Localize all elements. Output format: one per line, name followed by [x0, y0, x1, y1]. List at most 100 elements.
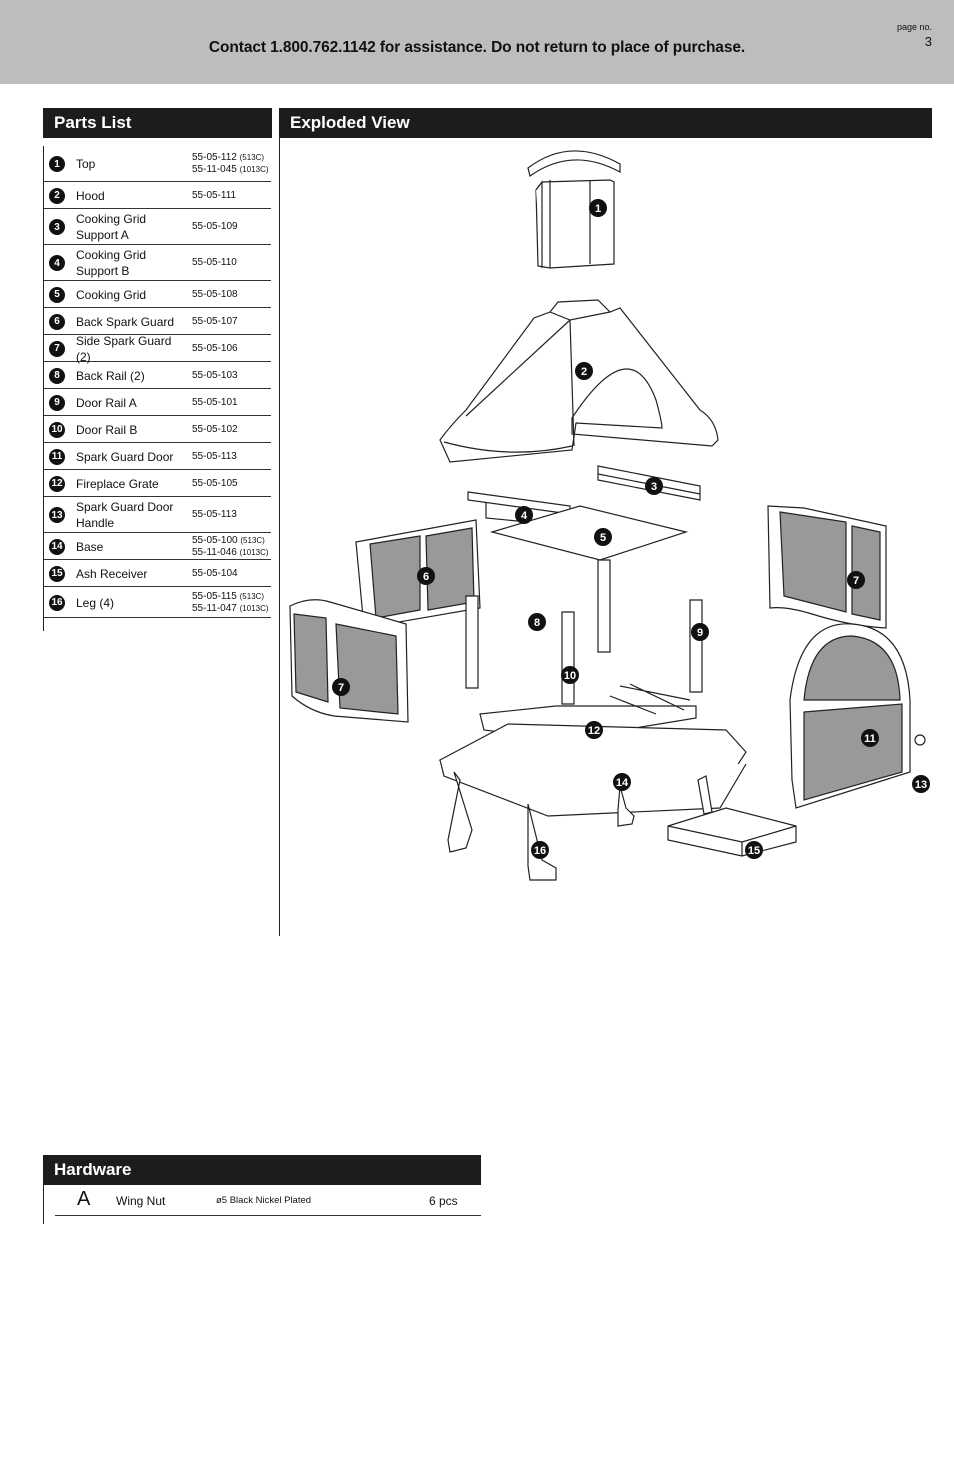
- part-code: 55-05-102: [192, 423, 238, 435]
- callout-1: 1: [589, 199, 607, 217]
- callout-14: 14: [613, 773, 631, 791]
- ash-receiver-part: [667, 807, 797, 857]
- part-codes: 55-05-110: [192, 257, 237, 269]
- contact-notice: Contact 1.800.762.1142 for assistance. D…: [208, 39, 746, 56]
- part-number-badge: 10: [49, 421, 65, 438]
- callout-label: 2: [581, 366, 587, 378]
- hardware-name: Wing Nut: [116, 1194, 166, 1208]
- part-name: Leg (4): [76, 595, 115, 610]
- callout-10: 10: [561, 666, 579, 684]
- part-code-note: (1013C): [239, 547, 269, 557]
- part-number-badge: 11: [49, 448, 65, 465]
- part-code: 55-11-047: [192, 602, 237, 614]
- part-codes: 55-05-111: [192, 190, 236, 202]
- callout-6: 6: [417, 567, 435, 585]
- parts-row: 16 Leg (4) 55-05-115 (513C)55-11-047 (1013…: [44, 587, 271, 618]
- hardware-row: A Wing Nut ø5 Black Nickel Plated 6 pcs: [55, 1185, 481, 1216]
- part-code: 55-05-113: [192, 450, 237, 462]
- hood-part: [439, 299, 719, 463]
- part-name: Side Spark Guard (2): [76, 333, 172, 364]
- part-name: Ash Receiver: [76, 566, 148, 581]
- hardware-letter: A: [77, 1188, 91, 1210]
- part-codes: 55-05-101: [192, 397, 238, 409]
- part-code: 55-05-107: [192, 315, 238, 327]
- part-code-line: 55-05-107: [192, 316, 238, 328]
- part-codes: 55-05-112 (513C)55-11-045 (1013C): [192, 152, 269, 176]
- part-code-line: 55-05-108: [192, 289, 238, 301]
- callout-16: 16: [531, 841, 549, 859]
- part-code-note: (513C): [240, 535, 265, 545]
- hardware-spec: ø5 Black Nickel Plated: [216, 1195, 312, 1206]
- part-code-line: 55-11-045 (1013C): [192, 164, 269, 176]
- part-number-badge: 16: [49, 594, 65, 611]
- callout-8: 8: [528, 613, 546, 631]
- callout-label: 16: [534, 845, 546, 857]
- part-code-line: 55-05-104: [192, 568, 238, 580]
- part-code-line: 55-05-100 (513C): [192, 535, 269, 547]
- page-number: 3: [924, 34, 932, 49]
- part-codes: 55-05-103: [192, 370, 238, 382]
- part-codes: 55-05-109: [192, 221, 238, 233]
- part-code: 55-05-106: [192, 342, 238, 354]
- callout-label: 3: [651, 481, 657, 493]
- part-codes: 55-05-107: [192, 316, 238, 328]
- part-codes: 55-05-115 (513C)55-11-047 (1013C): [192, 591, 269, 615]
- callout-label: 14: [616, 777, 629, 789]
- part-name: Back Rail (2): [76, 368, 145, 383]
- hardware-qty: 6 pcs: [429, 1194, 458, 1208]
- part-code-line: 55-11-046 (1013C): [192, 547, 269, 559]
- part-number-badge: 2: [49, 187, 65, 204]
- part-code: 55-05-104: [192, 567, 238, 579]
- parts-row: 9 Door Rail A 55-05-101: [44, 389, 271, 416]
- part-name: Top: [76, 157, 96, 171]
- callout-7: 7: [847, 571, 865, 589]
- callout-3: 3: [645, 477, 663, 495]
- header-bar: Contact 1.800.762.1142 for assistance. D…: [0, 0, 954, 84]
- part-name: Cooking Grid Support A: [76, 212, 147, 242]
- callout-label: 11: [864, 733, 876, 745]
- part-name: Hood: [76, 188, 105, 203]
- part-name: Spark Guard Door: [76, 449, 174, 464]
- parts-row: 11 Spark Guard Door 55-05-113: [44, 443, 271, 470]
- part-code: 55-05-115: [192, 590, 237, 602]
- part-number-badge: 6: [49, 313, 65, 330]
- parts-list-title: Parts List: [43, 108, 272, 138]
- part-code-line: 55-05-105: [192, 478, 238, 490]
- cooking-grid-part: [489, 505, 689, 561]
- callout-label: 10: [564, 670, 576, 682]
- part-code-line: 55-05-113: [192, 509, 237, 521]
- part-name: Door Rail A: [76, 395, 137, 410]
- callout-11: 11: [861, 729, 879, 747]
- callout-label: 4: [521, 510, 528, 522]
- part-name: Fireplace Grate: [76, 476, 159, 491]
- callout-7: 7: [332, 678, 350, 696]
- hardware-divider: [43, 1185, 44, 1224]
- part-code: 55-05-108: [192, 288, 238, 300]
- part-code-note: (1013C): [239, 165, 269, 174]
- callout-label: 13: [915, 779, 927, 791]
- part-code: 55-05-100: [192, 534, 238, 546]
- part-codes: 55-05-106: [192, 343, 238, 355]
- part-code-line: 55-05-110: [192, 257, 237, 269]
- part-number-badge: 9: [49, 394, 65, 411]
- part-code-line: 55-05-111: [192, 190, 236, 202]
- part-code: 55-05-110: [192, 257, 237, 268]
- part-code: 55-05-111: [192, 189, 237, 201]
- callout-5: 5: [594, 528, 612, 546]
- part-number-badge: 8: [49, 367, 65, 384]
- parts-row: 2 Hood 55-05-111: [44, 182, 271, 209]
- part-code-line: 55-05-112 (513C): [192, 152, 269, 164]
- part-code: 55-05-103: [192, 369, 238, 381]
- part-code-note: (513C): [239, 591, 265, 601]
- callout-label: 15: [748, 845, 760, 857]
- part-code: 55-05-105: [192, 477, 238, 489]
- callout-label: 1: [595, 203, 601, 215]
